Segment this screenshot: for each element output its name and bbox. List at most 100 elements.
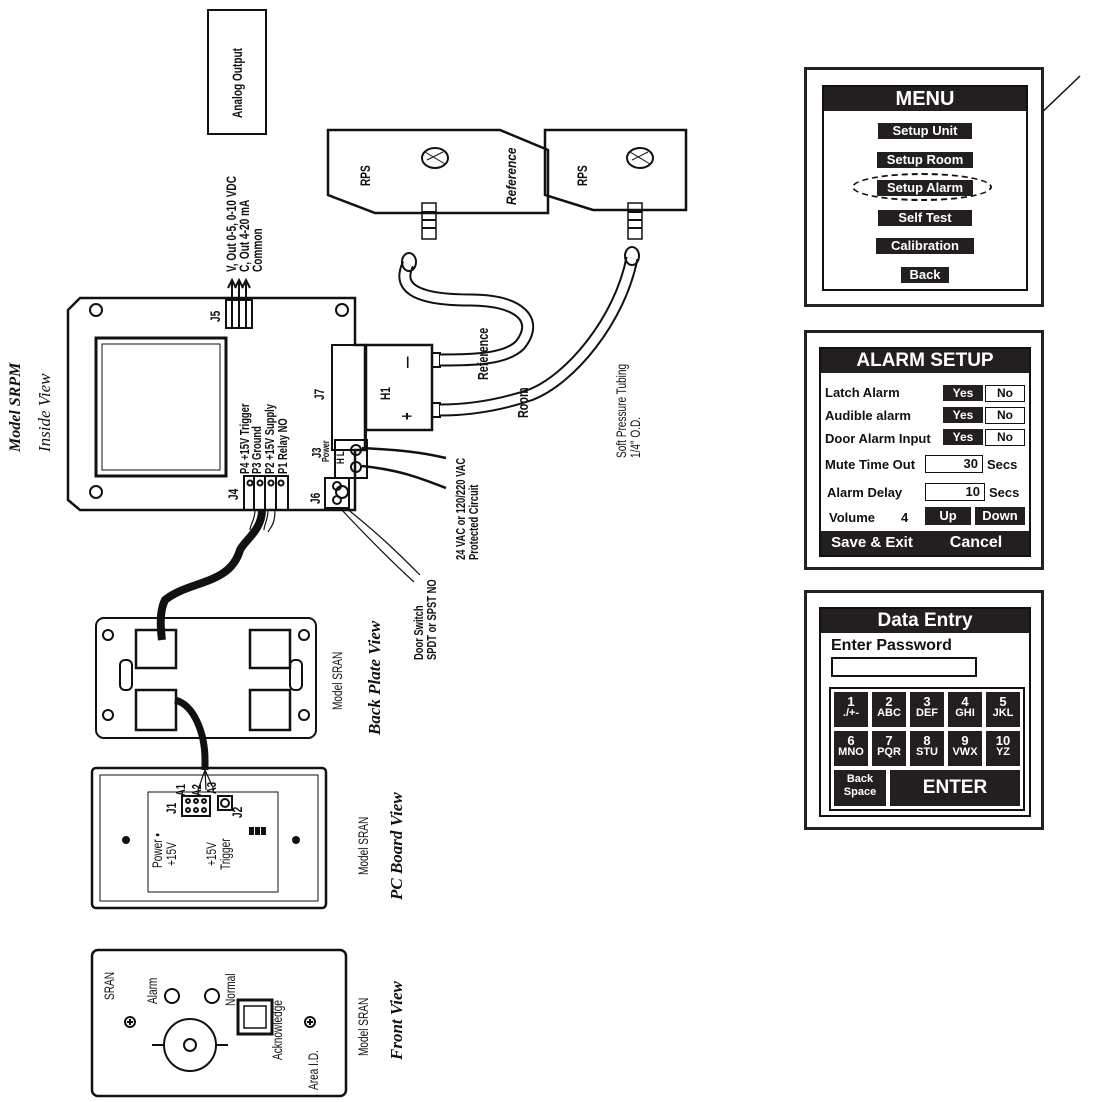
volume-up-button[interactable]: Up: [925, 507, 971, 525]
alarm-delay-input[interactable]: 10: [925, 483, 985, 501]
mute-time-out-label: Mute Time Out: [825, 457, 916, 472]
label-trigger: Trigger: [217, 838, 233, 870]
label-plus: +: [397, 412, 417, 420]
audible-alarm-yes[interactable]: Yes: [943, 407, 983, 423]
setup-alarm-highlight: [852, 173, 992, 201]
label-alarm: Alarm: [144, 977, 160, 1004]
label-pc-board-view: PC Board View: [387, 792, 406, 900]
key-1[interactable]: 1./+-: [834, 692, 868, 727]
key-5-num: 5: [999, 694, 1007, 709]
key-9-num: 9: [961, 733, 969, 748]
door-alarm-no[interactable]: No: [985, 429, 1025, 446]
latch-alarm-yes[interactable]: Yes: [943, 385, 983, 401]
j7-block: [331, 344, 367, 451]
mute-time-out-input[interactable]: 30: [925, 455, 983, 473]
label-spdt: SPDT or SPST NO: [424, 579, 439, 660]
label-a3: A3: [204, 782, 219, 794]
key-7-letters: PQR: [877, 746, 901, 758]
label-reference-plate: Reference: [503, 147, 519, 205]
volume-label: Volume: [829, 510, 875, 525]
pc-board-plate: [90, 766, 328, 910]
cancel-button[interactable]: Cancel: [923, 531, 1029, 555]
label-j4: J4: [225, 488, 241, 500]
j1-connector: [181, 795, 211, 817]
key-2-letters: ABC: [877, 707, 901, 719]
mute-secs-label: Secs: [987, 457, 1018, 472]
acknowledge-button: [236, 998, 274, 1036]
backspace-key[interactable]: Back Space: [834, 770, 886, 806]
label-normal: Normal: [222, 973, 238, 1006]
key-10-num: 10: [995, 733, 1011, 748]
menu-item-setup-unit[interactable]: Setup Unit: [878, 123, 972, 139]
label-j7: J7: [311, 388, 327, 400]
latch-alarm-label: Latch Alarm: [825, 385, 900, 400]
label-inside-view: Inside View: [35, 373, 54, 452]
label-rps-room: RPS: [574, 165, 590, 186]
buzzer: [163, 1018, 217, 1072]
volume-down-button[interactable]: Down: [975, 507, 1025, 525]
label-power: Power: [321, 440, 332, 462]
rps-reference-plate: [326, 128, 550, 215]
label-area-id: Area I.D.: [305, 1050, 321, 1090]
backspace-label-1: Back: [846, 773, 874, 785]
j3-terminal: [334, 439, 368, 479]
door-alarm-yes[interactable]: Yes: [943, 429, 983, 445]
key-1-num: 1: [847, 694, 855, 709]
label-analog-output: Analog Output: [229, 48, 245, 118]
audible-alarm-no[interactable]: No: [985, 407, 1025, 424]
label-model-sran-backplate: Model SRAN: [329, 651, 345, 710]
backspace-label-2: Space: [843, 786, 877, 798]
save-exit-button[interactable]: Save & Exit: [821, 531, 923, 555]
key-3-num: 3: [923, 694, 931, 709]
label-room: Room: [515, 387, 532, 418]
key-1-letters: ./+-: [842, 707, 860, 719]
menu-title: MENU: [824, 87, 1026, 111]
password-input[interactable]: [831, 657, 977, 677]
key-7-num: 7: [885, 733, 893, 748]
rps-room-plate: [543, 128, 688, 212]
menu-item-back[interactable]: Back: [901, 267, 949, 283]
alarm-setup-title: ALARM SETUP: [821, 349, 1029, 373]
key-3-letters: DEF: [916, 707, 938, 719]
label-j1: J1: [163, 802, 179, 814]
label-back-plate-view: Back Plate View: [365, 620, 384, 735]
alarm-setup-panel: ALARM SETUP Latch Alarm Yes No Audible a…: [804, 330, 1044, 570]
label-j5: J5: [207, 310, 223, 322]
door-alarm-input-label: Door Alarm Input: [825, 431, 931, 446]
label-reference-tube: Reference: [475, 327, 492, 380]
label-model-srpm: Model SRPM: [7, 362, 24, 452]
alarm-delay-label: Alarm Delay: [827, 485, 903, 500]
enter-key[interactable]: ENTER: [890, 770, 1020, 806]
menu-item-setup-room[interactable]: Setup Room: [877, 152, 973, 168]
label-model-sran-front: Model SRAN: [355, 997, 371, 1056]
label-rps-reference: RPS: [357, 165, 373, 186]
key-6-num: 6: [847, 733, 855, 748]
key-4-num: 4: [961, 694, 969, 709]
srpm-enclosure: [66, 296, 367, 512]
key-10-letters: YZ: [995, 746, 1011, 758]
latch-alarm-no[interactable]: No: [985, 385, 1025, 402]
menu-item-calibration[interactable]: Calibration: [876, 238, 974, 254]
audible-alarm-label: Audible alarm: [825, 408, 911, 423]
label-minus: —: [399, 356, 416, 368]
menu-item-setup-alarm[interactable]: Setup Alarm: [877, 180, 973, 196]
label-common: Common: [249, 228, 265, 272]
label-tubing-size: 1/4" O.D.: [627, 416, 643, 458]
label-a2: A2: [189, 784, 204, 796]
menu-item-self-test[interactable]: Self Test: [878, 210, 972, 226]
key-6-letters: MNO: [838, 746, 864, 758]
delay-secs-label: Secs: [989, 485, 1020, 500]
front-plate: [90, 948, 348, 1098]
